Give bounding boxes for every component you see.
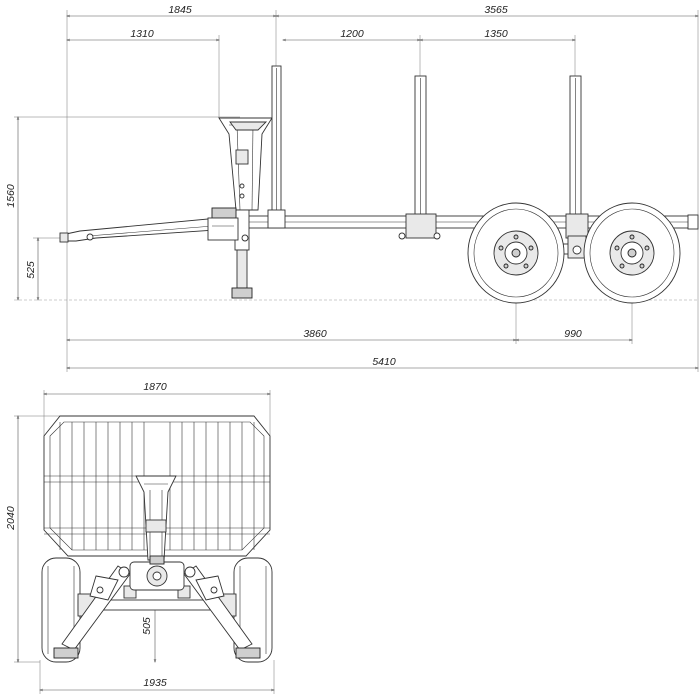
dim-stanchion-offset: 1310 bbox=[130, 28, 154, 40]
side-view: 1845 3565 1310 1200 1350 3860 990 5410 1… bbox=[5, 4, 699, 372]
dim-drawbar-height: 525 bbox=[25, 261, 37, 279]
front-post bbox=[267, 65, 286, 229]
left-outrigger-leg bbox=[53, 565, 137, 659]
dim-height: 1560 bbox=[5, 184, 17, 208]
dim-track-width: 1935 bbox=[143, 677, 167, 689]
support-leg bbox=[207, 207, 253, 299]
dim-ground-clearance: 505 bbox=[141, 617, 153, 635]
dim-stanchion-gap-1: 1200 bbox=[340, 28, 364, 40]
dim-overall-length: 5410 bbox=[372, 356, 396, 368]
stake-2 bbox=[565, 75, 589, 239]
dim-axle-spacing: 990 bbox=[564, 328, 582, 340]
center-slew-assembly bbox=[129, 555, 185, 591]
dim-front-to-axle: 3860 bbox=[303, 328, 327, 340]
wheel-front bbox=[467, 202, 565, 304]
rear-crane-pillar bbox=[135, 475, 177, 561]
dim-post-span-total: 3565 bbox=[484, 4, 508, 16]
stake-1 bbox=[398, 75, 441, 240]
dim-rear-height: 2040 bbox=[5, 506, 17, 531]
wheel-rear bbox=[583, 202, 681, 304]
dim-front-post-offset: 1845 bbox=[168, 4, 192, 16]
dim-stanchion-gap-2: 1350 bbox=[484, 28, 508, 40]
dim-bunk-width: 1870 bbox=[143, 381, 167, 393]
rear-view: 1870 2040 505 1935 bbox=[5, 381, 274, 694]
crane-pillar bbox=[218, 117, 273, 211]
